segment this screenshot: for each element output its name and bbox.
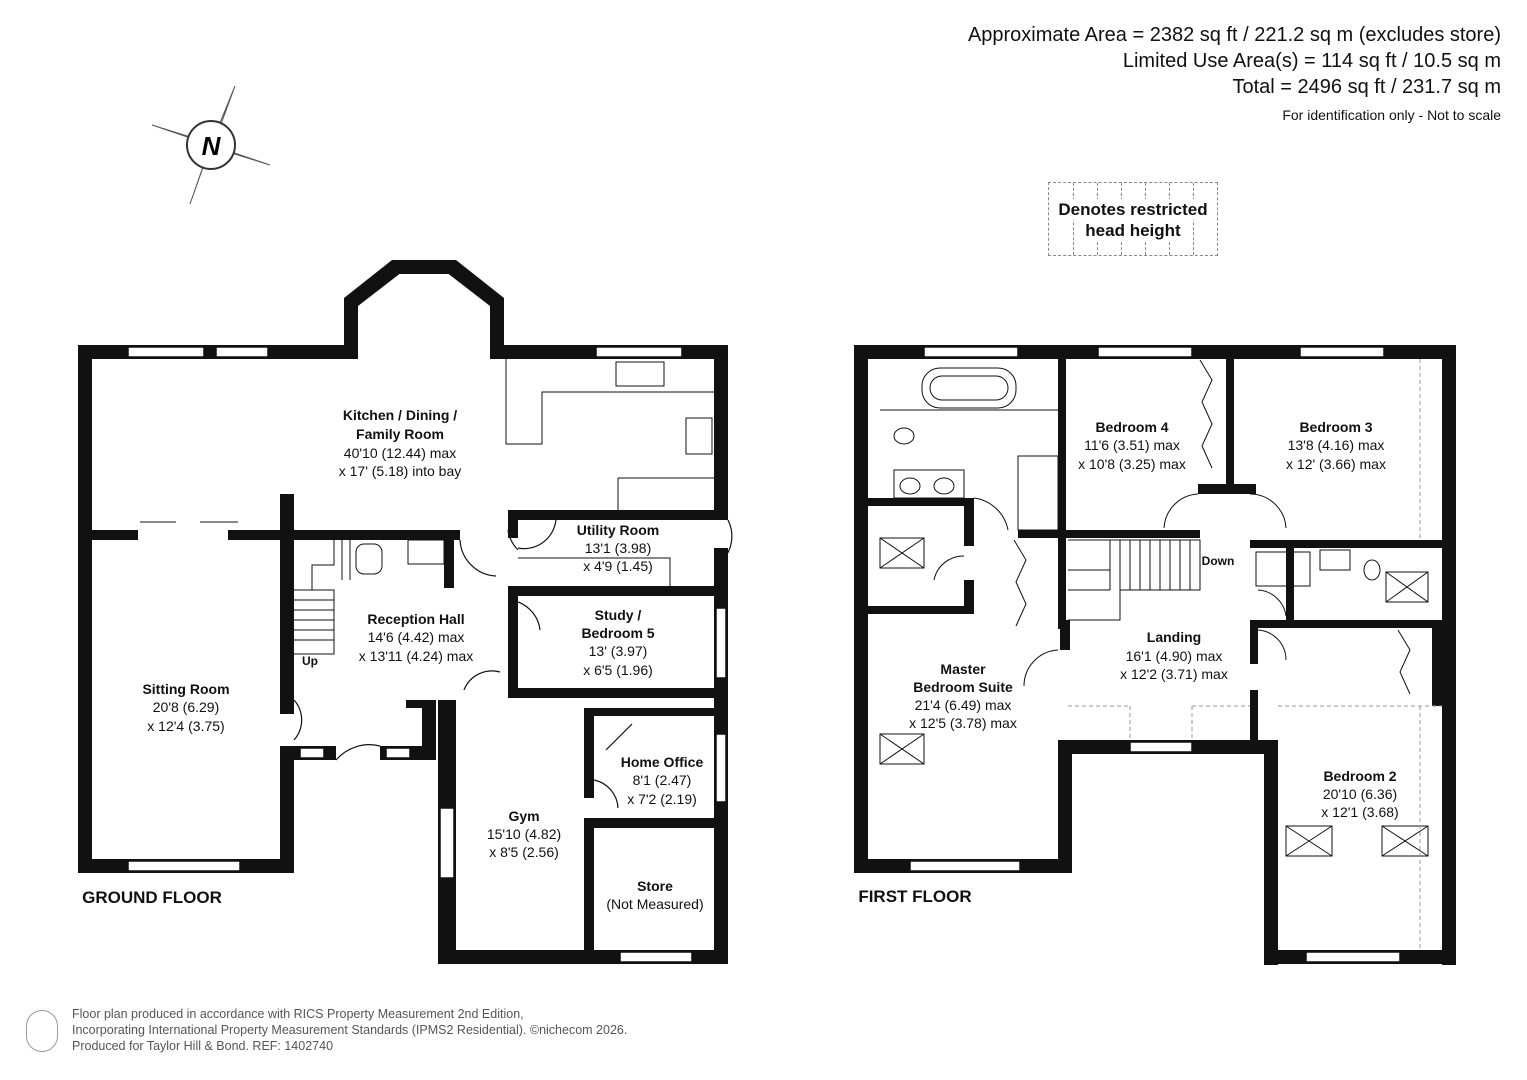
first-fittings <box>879 359 1429 857</box>
footer-line2: Incorporating International Property Mea… <box>72 1023 628 1037</box>
total-area: Total = 2496 sq ft / 231.7 sq m <box>1232 76 1502 98</box>
office-dim2: x 7'2 (2.19) <box>627 791 697 807</box>
kitchen-fittings <box>140 359 714 586</box>
utility-dim2: x 4'9 (1.45) <box>583 558 653 574</box>
compass-letter: N <box>202 131 222 161</box>
first-windows <box>909 346 1401 963</box>
limited-use-area: Limited Use Area(s) = 114 sq ft / 10.5 s… <box>1122 50 1501 72</box>
kitchen-name1: Kitchen / Dining / <box>343 407 457 423</box>
utility-dim1: 13'1 (3.98) <box>585 540 652 556</box>
landing-dim1: 16'1 (4.90) max <box>1126 648 1223 664</box>
reception-dim2: x 13'11 (4.24) max <box>359 648 473 664</box>
bedroom4-name: Bedroom 4 <box>1095 419 1168 435</box>
sitting-dim1: 20'8 (6.29) <box>153 699 220 715</box>
kitchen-dim1: 40'10 (12.44) max <box>344 445 456 461</box>
north-arrow-icon <box>151 85 271 205</box>
legend-line1: Denotes restricted <box>1056 199 1210 220</box>
landing-dim2: x 12'2 (3.71) max <box>1120 666 1228 682</box>
bedroom2-dim1: 20'10 (6.36) <box>1323 786 1397 802</box>
reception-dim1: 14'6 (4.42) max <box>368 629 465 645</box>
bedroom2-dim2: x 12'1 (3.68) <box>1321 804 1398 820</box>
gym-name: Gym <box>508 808 539 824</box>
bedroom3-name: Bedroom 3 <box>1299 419 1372 435</box>
master-dim2: x 12'5 (3.78) max <box>909 715 1017 731</box>
landing-name: Landing <box>1147 629 1201 645</box>
sitting-name: Sitting Room <box>142 681 229 697</box>
gym-dim2: x 8'5 (2.56) <box>489 844 559 860</box>
approximate-area: Approximate Area = 2382 sq ft / 221.2 sq… <box>967 24 1501 46</box>
ground-doors <box>293 513 733 809</box>
restricted-height-legend: Denotes restricted head height <box>1048 182 1218 256</box>
person-icon <box>26 1010 58 1052</box>
bedroom2-name: Bedroom 2 <box>1323 768 1396 784</box>
bedroom3-dim1: 13'8 (4.16) max <box>1288 437 1385 453</box>
office-dim1: 8'1 (2.47) <box>633 772 692 788</box>
office-name: Home Office <box>621 754 704 770</box>
master-name2: Bedroom Suite <box>913 679 1013 695</box>
reception-name: Reception Hall <box>367 611 464 627</box>
kitchen-dim2: x 17' (5.18) into bay <box>339 463 462 479</box>
study-name1: Study / <box>595 607 642 623</box>
study-dim1: 13' (3.97) <box>589 643 648 659</box>
gym-dim1: 15'10 (4.82) <box>487 826 561 842</box>
ground-stairs <box>289 539 445 655</box>
bedroom4-dim2: x 10'8 (3.25) max <box>1078 456 1186 472</box>
master-name1: Master <box>940 661 986 677</box>
footer-line3: Produced for Taylor Hill & Bond. REF: 14… <box>72 1039 334 1053</box>
bedroom4-dim1: 11'6 (3.51) max <box>1084 437 1180 453</box>
ground-windows <box>127 346 727 963</box>
store-name: Store <box>637 878 673 894</box>
store-dim: (Not Measured) <box>606 896 703 912</box>
master-dim1: 21'4 (6.49) max <box>915 697 1012 713</box>
legend-line2: head height <box>1083 220 1183 241</box>
restricted-height-lines <box>1068 359 1442 950</box>
study-dim2: x 6'5 (1.96) <box>583 662 653 678</box>
stairs-up-label: Up <box>302 654 318 668</box>
footer-line1: Floor plan produced in accordance with R… <box>72 1007 524 1021</box>
stairs-down-label: Down <box>1202 554 1235 568</box>
scale-note: For identification only - Not to scale <box>1282 107 1501 123</box>
first-floor-label: FIRST FLOOR <box>858 887 971 906</box>
utility-name: Utility Room <box>577 522 659 538</box>
bedroom3-dim2: x 12' (3.66) max <box>1286 456 1386 472</box>
study-name2: Bedroom 5 <box>581 625 654 641</box>
kitchen-name2: Family Room <box>356 426 444 442</box>
sitting-dim2: x 12'4 (3.75) <box>147 718 224 734</box>
footer-text: Floor plan produced in accordance with R… <box>72 1006 627 1054</box>
ground-floor-label: GROUND FLOOR <box>82 888 222 907</box>
